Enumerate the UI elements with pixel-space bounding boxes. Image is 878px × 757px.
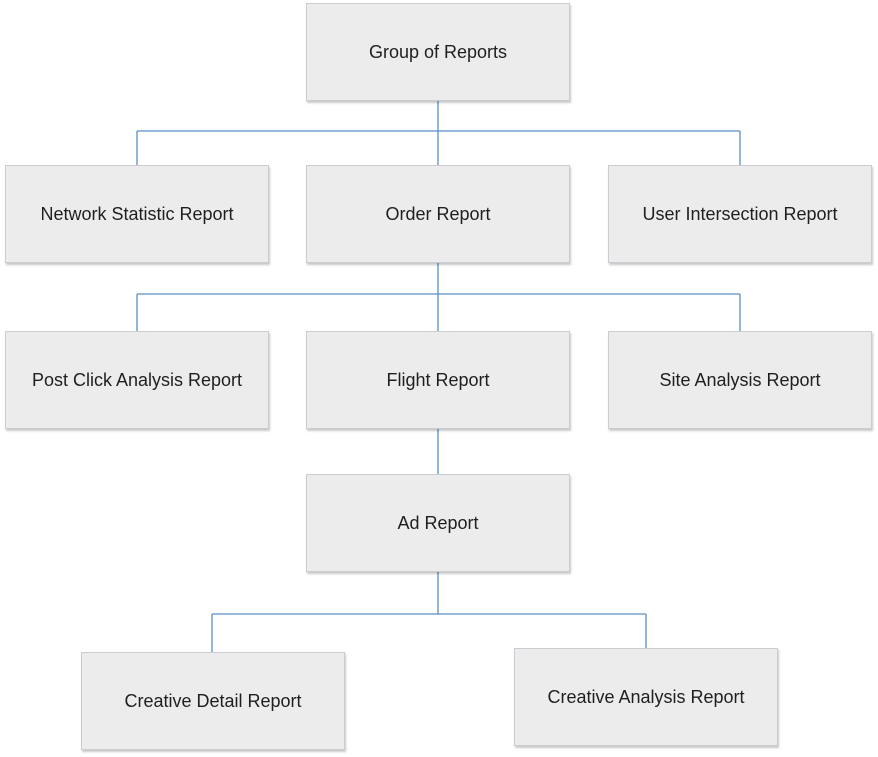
node-post-click-analysis-report[interactable]: Post Click Analysis Report xyxy=(5,331,269,429)
node-user-intersection-report[interactable]: User Intersection Report xyxy=(608,165,872,263)
node-label: Creative Analysis Report xyxy=(547,686,745,707)
node-site-analysis-report[interactable]: Site Analysis Report xyxy=(608,331,872,429)
connector-ad-to-creatives xyxy=(211,572,647,652)
node-label: Order Report xyxy=(385,203,491,224)
node-creative-detail-report[interactable]: Creative Detail Report xyxy=(81,652,345,750)
node-group-of-reports[interactable]: Group of Reports xyxy=(306,3,570,101)
node-label: Flight Report xyxy=(386,369,490,390)
node-label: Post Click Analysis Report xyxy=(31,369,243,390)
node-label: Network Statistic Report xyxy=(40,203,234,224)
node-label: Group of Reports xyxy=(368,41,508,62)
node-order-report[interactable]: Order Report xyxy=(306,165,570,263)
node-flight-report[interactable]: Flight Report xyxy=(306,331,570,429)
node-creative-analysis-report[interactable]: Creative Analysis Report xyxy=(514,648,778,746)
connector-order-to-row2 xyxy=(136,263,741,331)
node-network-statistic-report[interactable]: Network Statistic Report xyxy=(5,165,269,263)
node-label: Creative Detail Report xyxy=(124,690,302,711)
connector-root-to-row1 xyxy=(136,101,741,165)
node-label: User Intersection Report xyxy=(642,203,838,224)
node-label: Site Analysis Report xyxy=(659,369,821,390)
node-ad-report[interactable]: Ad Report xyxy=(306,474,570,572)
node-label: Ad Report xyxy=(397,512,479,533)
